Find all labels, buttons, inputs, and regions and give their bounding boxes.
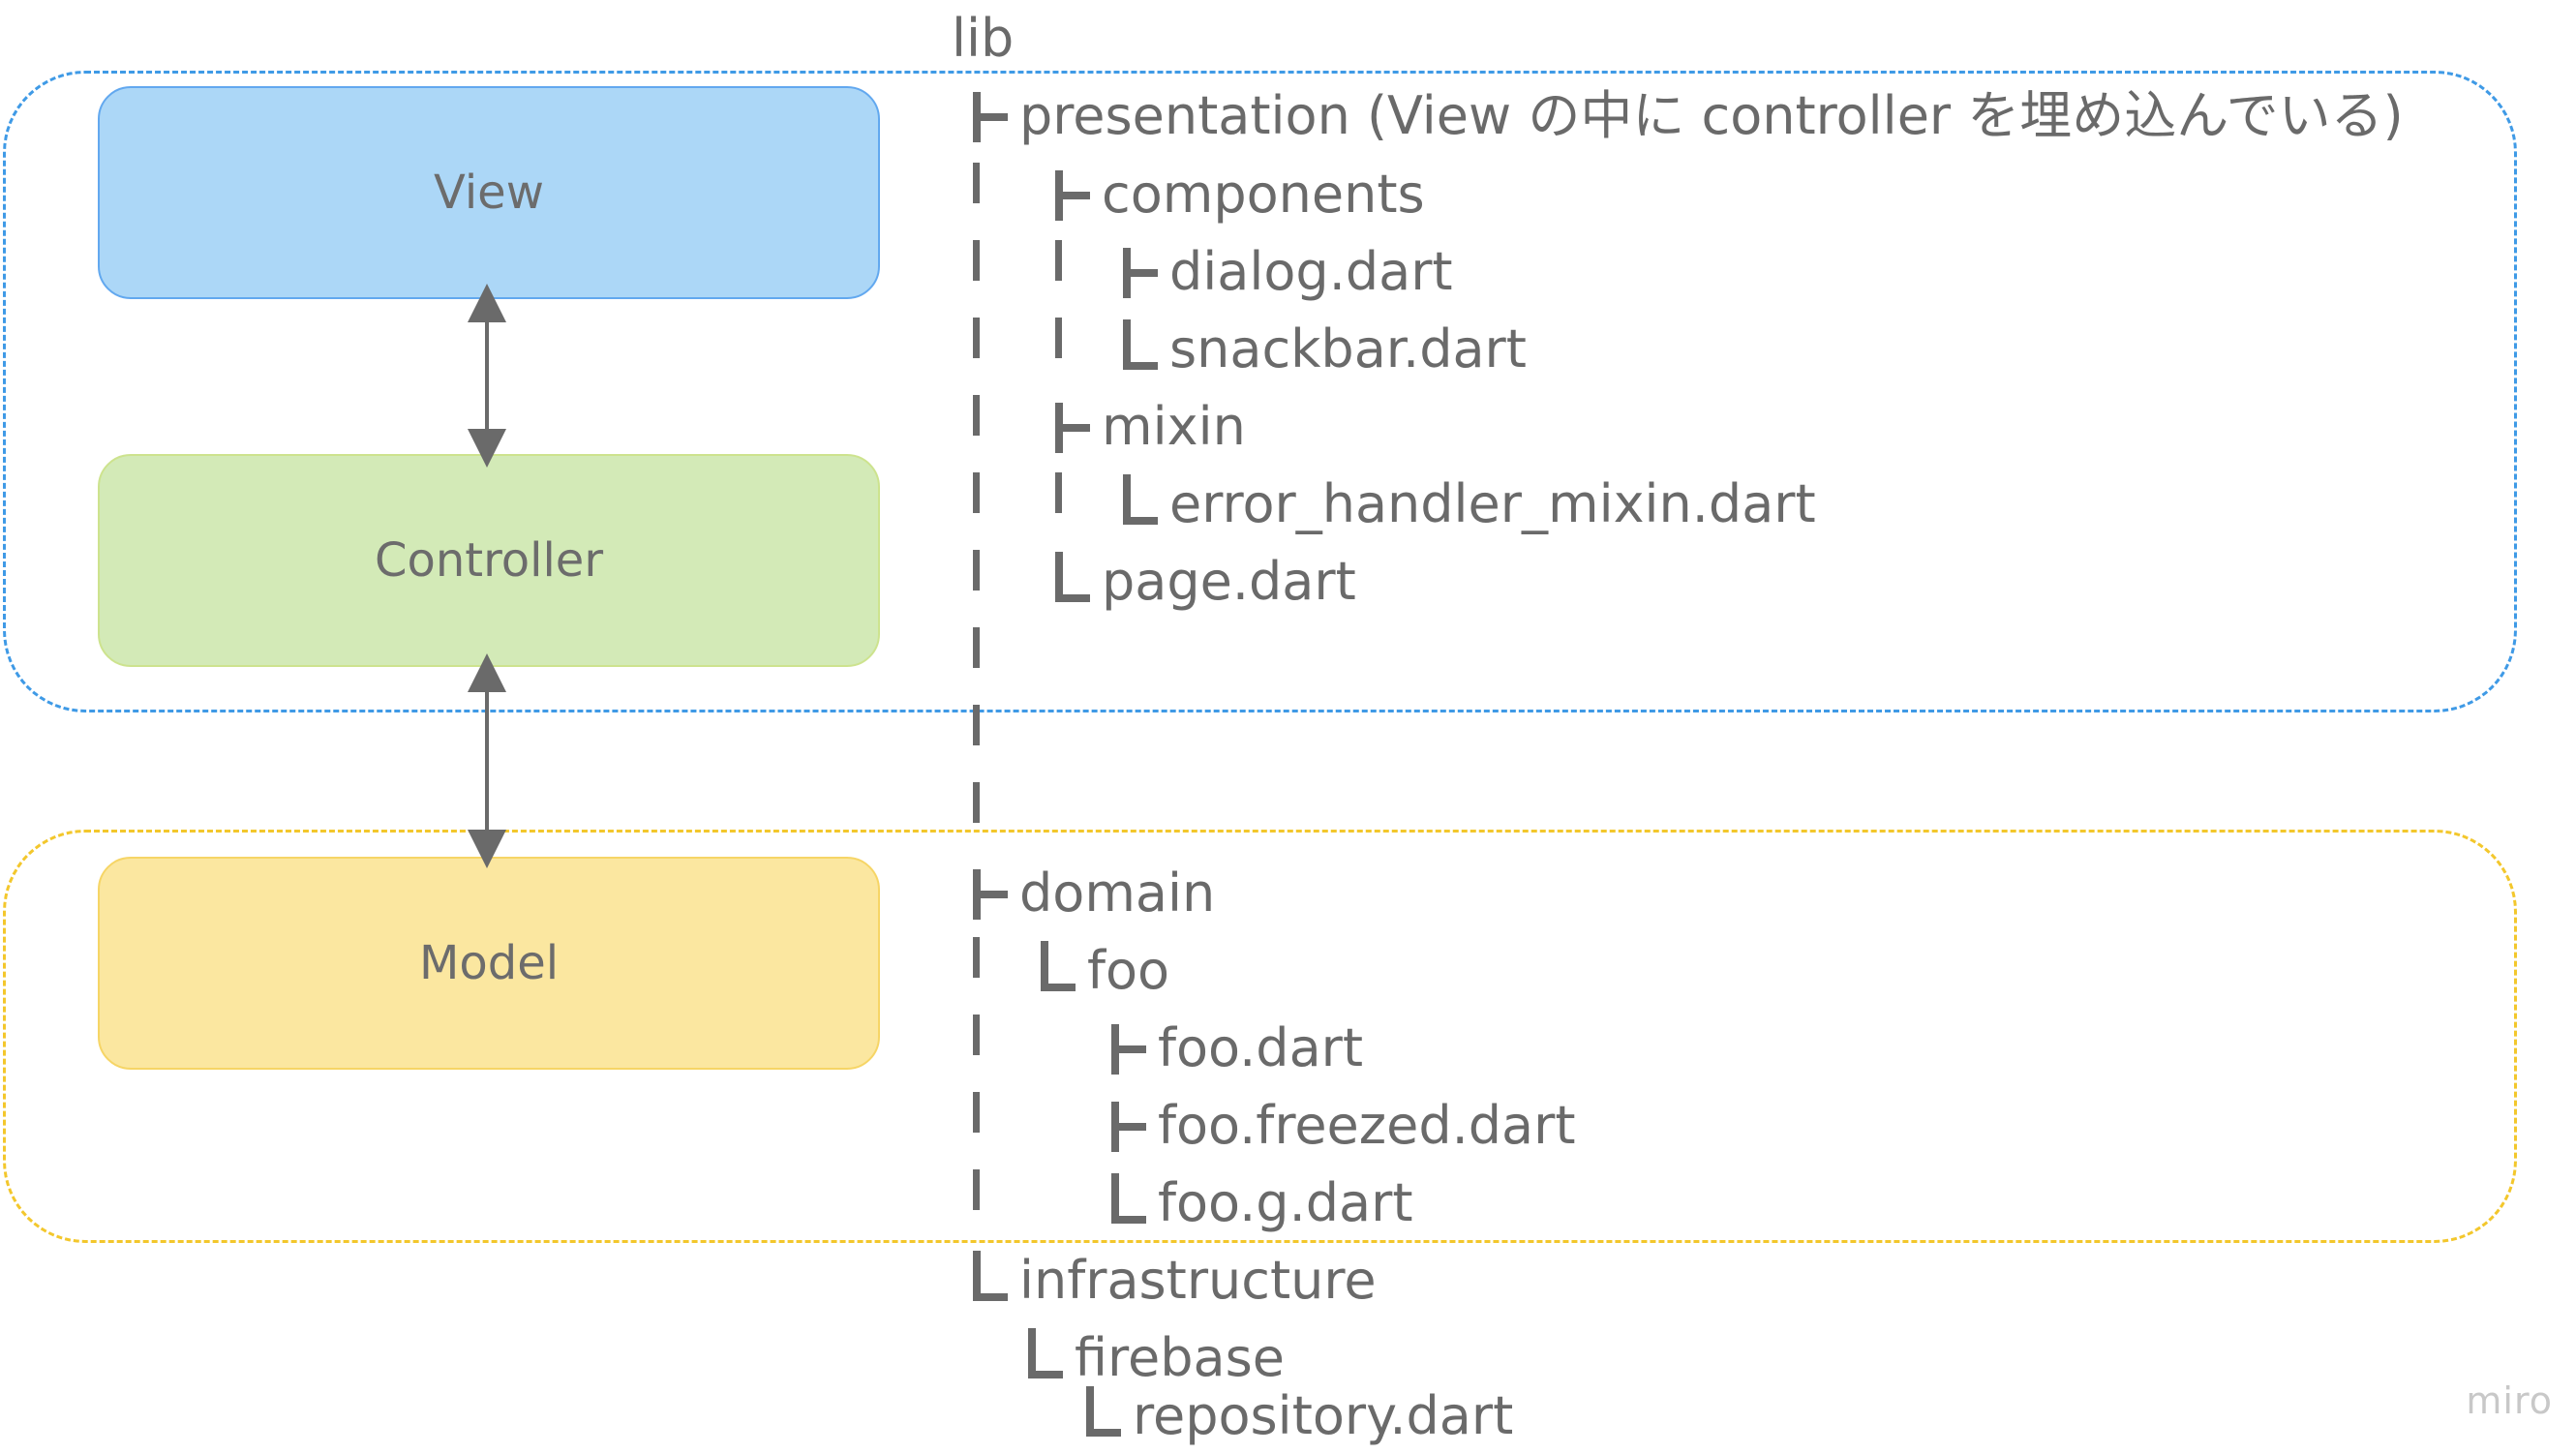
tree-vline	[1055, 318, 1062, 358]
tree-vline	[973, 705, 980, 745]
tree-item-foo-dart: foo.dart	[1158, 1017, 1364, 1078]
tree-vline	[973, 1169, 980, 1210]
tree-vline	[973, 550, 980, 591]
tree-vline	[973, 163, 980, 203]
tree-item-domain: domain	[1019, 863, 1216, 924]
tree-branch-tee	[973, 869, 1008, 920]
tree-branch-corner	[1086, 1386, 1121, 1437]
model-box: Model	[98, 857, 880, 1070]
miro-watermark: miro	[2466, 1379, 2553, 1422]
tree-branch-tee	[973, 92, 1008, 142]
tree-item-components: components	[1102, 164, 1425, 225]
tree-branch-corner	[1041, 941, 1076, 991]
tree-item-foo-g: foo.g.dart	[1158, 1172, 1413, 1233]
tree-item-firebase: firebase	[1075, 1327, 1285, 1388]
tree-item-foo-freezed: foo.freezed.dart	[1158, 1095, 1576, 1156]
tree-item-snackbar: snackbar.dart	[1169, 318, 1527, 379]
controller-label: Controller	[374, 533, 604, 588]
tree-branch-corner	[973, 1251, 1008, 1301]
tree-item-page: page.dart	[1102, 551, 1356, 612]
tree-item-repository: repository.dart	[1133, 1385, 1514, 1446]
tree-branch-tee	[1123, 248, 1158, 298]
tree-root-lib: lib	[952, 8, 1015, 69]
tree-vline	[973, 472, 980, 513]
tree-vline	[973, 1015, 980, 1055]
domain-group-boundary	[3, 830, 2517, 1243]
tree-item-presentation: presentation (View の中に controller を埋め込んで…	[1019, 85, 2404, 146]
tree-vline	[973, 627, 980, 668]
tree-branch-corner	[1123, 319, 1158, 370]
tree-branch-tee	[1055, 403, 1090, 453]
tree-branch-corner	[1123, 474, 1158, 525]
presentation-group-boundary	[3, 71, 2517, 712]
tree-vline	[1055, 472, 1062, 513]
model-label: Model	[418, 936, 560, 990]
tree-branch-corner	[1028, 1328, 1063, 1378]
tree-branch-tee	[1111, 1102, 1146, 1152]
tree-item-foo-dir: foo	[1087, 940, 1170, 1001]
tree-vline	[973, 240, 980, 281]
tree-vline	[973, 1092, 980, 1133]
tree-branch-tee	[1055, 170, 1090, 221]
tree-item-error-handler-mixin: error_handler_mixin.dart	[1169, 473, 1816, 534]
tree-vline	[973, 318, 980, 358]
tree-item-mixin: mixin	[1102, 396, 1246, 457]
view-box: View	[98, 86, 880, 299]
tree-vline	[973, 395, 980, 436]
tree-vline	[1055, 240, 1062, 281]
tree-item-dialog: dialog.dart	[1169, 241, 1453, 302]
tree-vline	[973, 937, 980, 978]
view-label: View	[434, 166, 544, 220]
tree-branch-corner	[1111, 1173, 1146, 1224]
tree-branch-corner	[1055, 552, 1090, 602]
tree-vline	[973, 782, 980, 823]
tree-item-infrastructure: infrastructure	[1019, 1250, 1377, 1311]
tree-branch-tee	[1111, 1024, 1146, 1075]
